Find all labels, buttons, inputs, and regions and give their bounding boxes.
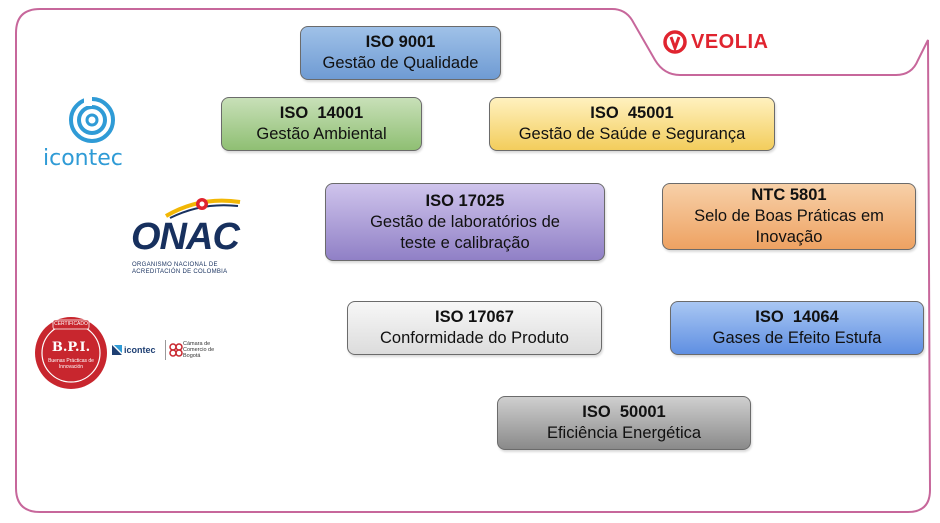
cert-title: ISO 45001 <box>590 104 674 122</box>
bpi-seal-icon <box>35 317 107 389</box>
bpi-subtitle: Buenas Prácticas de Innovación <box>48 358 94 370</box>
cert-line: Selo de Boas Práticas em <box>694 207 884 225</box>
bpi-seal: CERTIFICADO B.P.I. Buenas Prácticas de I… <box>34 316 108 390</box>
cert-line: Gestão Ambiental <box>256 125 387 143</box>
bpi-badge: CERTIFICADO <box>54 321 88 327</box>
cert-title: ISO 17067 <box>435 308 514 326</box>
bpi-name: B.P.I. <box>51 340 91 355</box>
icontec-mark-icon <box>69 96 115 143</box>
cert-line: Conformidade do Produto <box>380 329 569 347</box>
iso-14064-box: ISO 14064 Gases de Efeito Estufa <box>670 301 924 355</box>
cert-line: Gases de Efeito Estufa <box>712 329 882 347</box>
camara-comercio-icon <box>169 343 183 357</box>
cert-title: ISO 9001 <box>365 33 436 51</box>
icontec-wordmark: icontec <box>43 146 123 171</box>
cert-title: ISO 50001 <box>582 403 666 421</box>
partner-logos: icontec Cámara de Comercio de Bogotá <box>110 338 220 362</box>
cert-title: NTC 5801 <box>751 186 827 204</box>
ntc-5801-box: NTC 5801 Selo de Boas Práticas em Inovaç… <box>662 183 916 250</box>
onac-swoosh-icon <box>164 198 241 219</box>
iso-9001-box: ISO 9001 Gestão de Qualidade <box>300 26 501 80</box>
cert-title: ISO 14001 <box>279 104 364 122</box>
onac-subtitle: ORGANISMO NACIONAL DE <box>132 262 218 268</box>
icontec-small-icon <box>112 345 122 355</box>
iso-45001-box: ISO 45001 Gestão de Saúde e Segurança <box>489 97 775 151</box>
camara-comercio-text: Cámara de Comercio de Bogotá <box>183 341 215 359</box>
iso-50001-box: ISO 50001 Eficiência Energética <box>497 396 751 450</box>
onac-logo: ONAC ORGANISMO NACIONAL DE ACREDITACIÓN … <box>130 192 262 278</box>
iso-14001-box: ISO 14001 Gestão Ambiental <box>221 97 422 151</box>
partner-divider <box>165 340 166 360</box>
cert-line: Eficiência Energética <box>546 424 702 442</box>
cert-title: ISO 14064 <box>755 308 839 326</box>
cert-title: ISO 17025 <box>425 191 505 210</box>
veolia-wordmark: VEOLIA <box>691 31 769 53</box>
cert-line: Gestão de laboratórios de <box>370 212 560 231</box>
onac-wordmark: ONAC <box>131 216 240 258</box>
veolia-mark-icon <box>663 30 687 54</box>
cert-line: Gestão de Qualidade <box>322 54 479 72</box>
iso-17025-box: ISO 17025 Gestão de laboratórios de test… <box>325 183 605 261</box>
frame-border <box>15 8 932 513</box>
onac-subtitle: ACREDITACIÓN DE COLOMBIA <box>132 269 228 275</box>
veolia-logo: VEOLIA <box>662 26 774 60</box>
icontec-small-wordmark: icontec <box>124 345 156 355</box>
iso-17067-box: ISO 17067 Conformidade do Produto <box>347 301 602 355</box>
cert-line: Inovação <box>755 228 823 246</box>
cert-line: Gestão de Saúde e Segurança <box>518 125 746 143</box>
cert-line: teste e calibração <box>400 233 530 252</box>
icontec-logo: icontec <box>40 94 140 184</box>
